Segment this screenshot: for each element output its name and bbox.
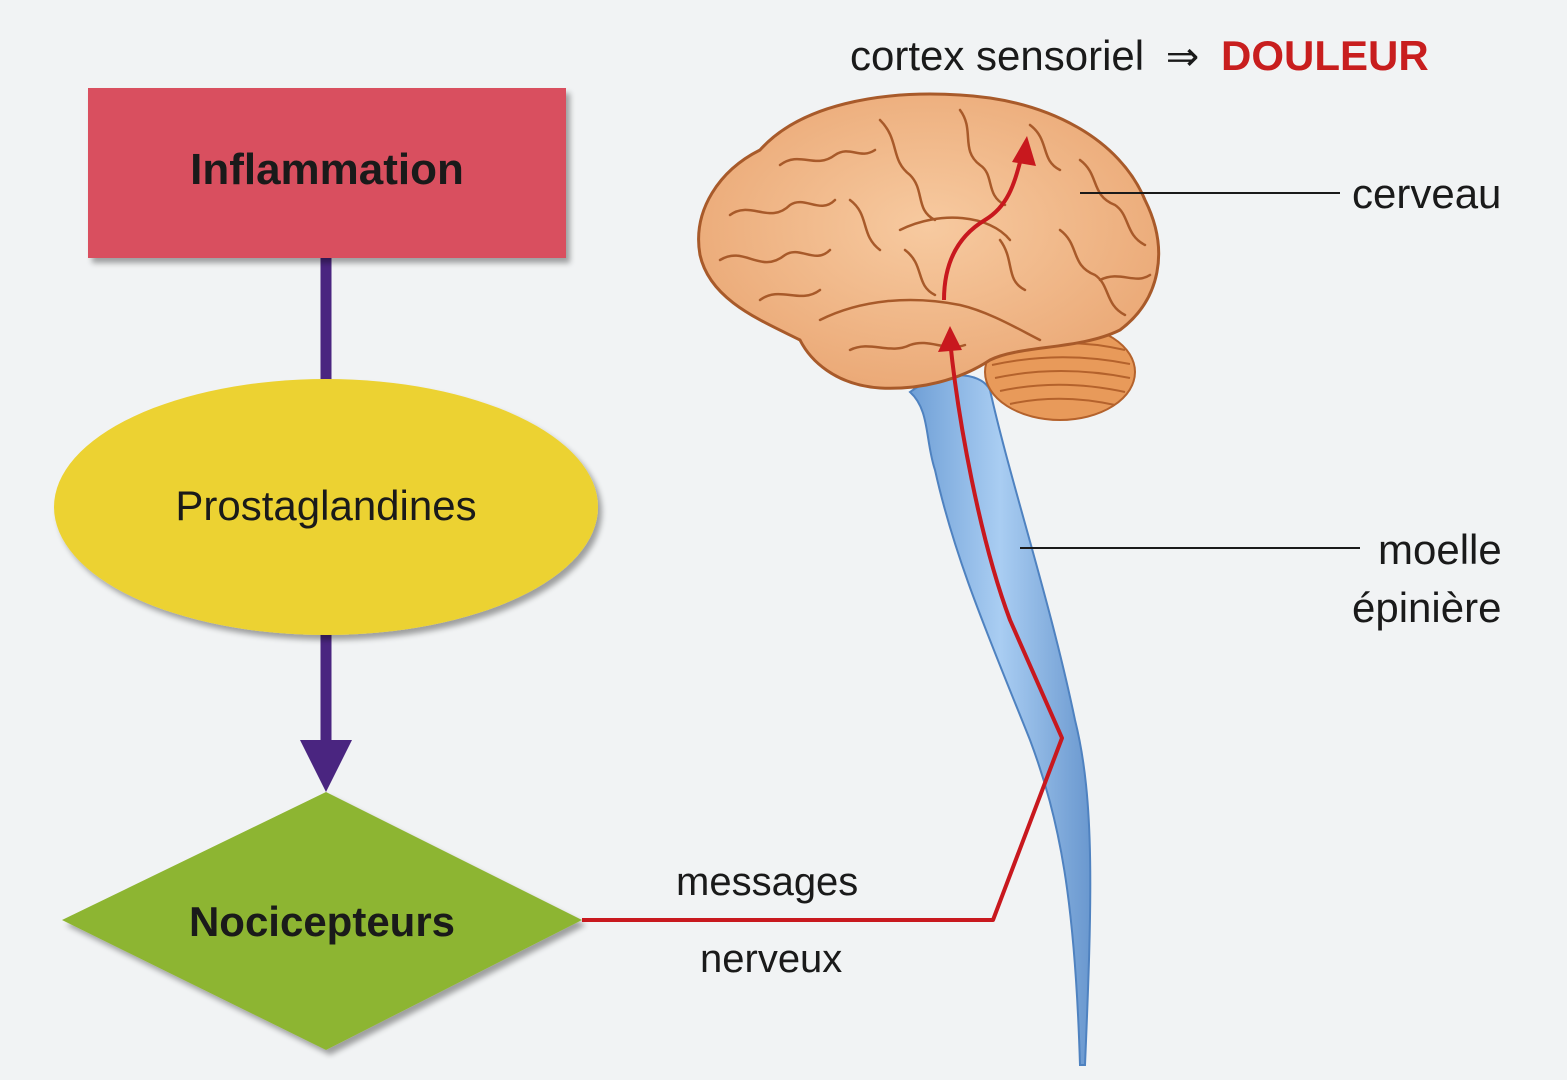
cortex-sensoriel-label: cortex sensoriel ⇒ DOULEUR bbox=[850, 32, 1429, 80]
inflammation-label: Inflammation bbox=[190, 145, 464, 194]
prostaglandines-ellipse bbox=[54, 379, 598, 635]
douleur-text: DOULEUR bbox=[1220, 32, 1429, 79]
messages-label: messages bbox=[676, 860, 859, 904]
brain bbox=[697, 92, 1161, 390]
cortex-text: cortex sensoriel bbox=[850, 32, 1145, 79]
nerve-path bbox=[582, 339, 1064, 922]
inflammation-box bbox=[88, 88, 566, 258]
nerve-path-upper bbox=[942, 154, 1024, 301]
arrowhead-down-icon bbox=[300, 740, 352, 792]
nocicepteurs-diamond bbox=[62, 792, 582, 1050]
prostaglandines-label: Prostaglandines bbox=[175, 482, 477, 529]
moelle-label: moelle bbox=[1378, 526, 1502, 573]
nerveux-label: nerveux bbox=[700, 937, 843, 981]
right-arrow-icon: ⇒ bbox=[1165, 34, 1200, 80]
nerve-arrowhead-upper-icon bbox=[1012, 136, 1036, 166]
spinal-cord bbox=[908, 374, 1092, 1066]
nerve-arrowhead-lower-icon bbox=[938, 326, 962, 352]
epiniere-label: épinière bbox=[1352, 584, 1502, 631]
nocicepteurs-label: Nocicepteurs bbox=[188, 898, 456, 945]
cerveau-label: cerveau bbox=[1352, 170, 1502, 217]
